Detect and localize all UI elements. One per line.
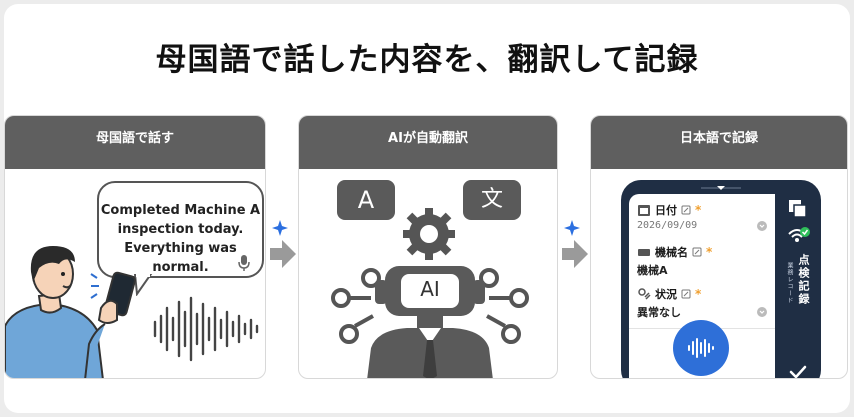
chevron-down-icon[interactable] bbox=[757, 307, 767, 317]
panel-translate: AIが自動翻訳 A 文 bbox=[298, 115, 558, 379]
main-title: 母国語で話した内容を、翻訳して記録 bbox=[155, 42, 699, 78]
field-status[interactable]: 状況 * 異常なし bbox=[637, 286, 767, 320]
bubble-line-1: Completed Machine A bbox=[100, 203, 261, 218]
ai-label: AI bbox=[420, 277, 440, 301]
infographic: 母国語で話した内容を、翻訳して記録 母国語で話す Completed Machi… bbox=[4, 4, 850, 413]
edit-icon[interactable] bbox=[681, 205, 691, 215]
edit-icon[interactable] bbox=[681, 289, 691, 299]
panel-record: 日本語で記録 日付 bbox=[590, 115, 848, 379]
target-language-badge: 文 bbox=[463, 180, 521, 220]
panel-header-speak: 母国語で話す bbox=[5, 116, 265, 169]
field-machine-label: 機械名 bbox=[655, 246, 688, 259]
panel-speak: 母国語で話す Completed Machine A inspection to… bbox=[4, 115, 266, 379]
field-machine[interactable]: 機械名 * 機械A bbox=[637, 244, 767, 278]
gear-icon bbox=[403, 208, 455, 260]
side-subtitle: 業務レコード bbox=[786, 262, 793, 304]
sound-wave-icon bbox=[688, 338, 714, 358]
bubble-line-2: inspection today. bbox=[117, 222, 244, 237]
source-language-badge: A bbox=[337, 180, 395, 220]
required-mark: * bbox=[695, 203, 702, 217]
speech-bubble: Completed Machine A inspection today. Ev… bbox=[97, 181, 264, 278]
required-mark: * bbox=[695, 287, 702, 301]
person-illustration bbox=[5, 246, 136, 378]
voice-input-button[interactable] bbox=[673, 320, 729, 376]
field-status-value: 異常なし bbox=[637, 306, 681, 319]
calendar-icon bbox=[638, 205, 650, 216]
arrow-right-icon-2 bbox=[562, 220, 588, 268]
phone-notch bbox=[701, 186, 741, 190]
field-machine-value: 機械A bbox=[637, 264, 668, 277]
phone-side-bar: 業務レコード 点検記録 bbox=[779, 194, 817, 379]
arrow-right-icon bbox=[270, 220, 296, 268]
check-icon[interactable] bbox=[789, 364, 807, 379]
microphone-icon bbox=[238, 255, 250, 271]
copy-icon[interactable] bbox=[787, 198, 809, 220]
field-date[interactable]: 日付 * 2026/09/09 bbox=[637, 202, 767, 231]
edit-icon[interactable] bbox=[692, 247, 702, 257]
bubble-tail bbox=[133, 274, 153, 296]
required-mark: * bbox=[706, 245, 713, 259]
field-date-value: 2026/09/09 bbox=[637, 220, 698, 231]
chevron-down-icon[interactable] bbox=[757, 220, 767, 231]
panel-header-translate: AIが自動翻訳 bbox=[299, 116, 557, 169]
bubble-line-3: Everything was normal. bbox=[124, 241, 237, 275]
status-icon bbox=[638, 288, 651, 300]
panel-header-record: 日本語で記録 bbox=[591, 116, 847, 169]
ai-robot-illustration bbox=[331, 266, 529, 378]
phone-mockup: 日付 * 2026/09/09 bbox=[621, 180, 821, 379]
side-title: 点検記録 bbox=[797, 254, 810, 306]
wifi-check-icon bbox=[788, 227, 810, 242]
sound-wave-icon bbox=[153, 296, 259, 362]
machine-icon bbox=[638, 249, 650, 256]
field-date-label: 日付 bbox=[655, 204, 677, 217]
field-status-label: 状況 bbox=[655, 288, 677, 301]
